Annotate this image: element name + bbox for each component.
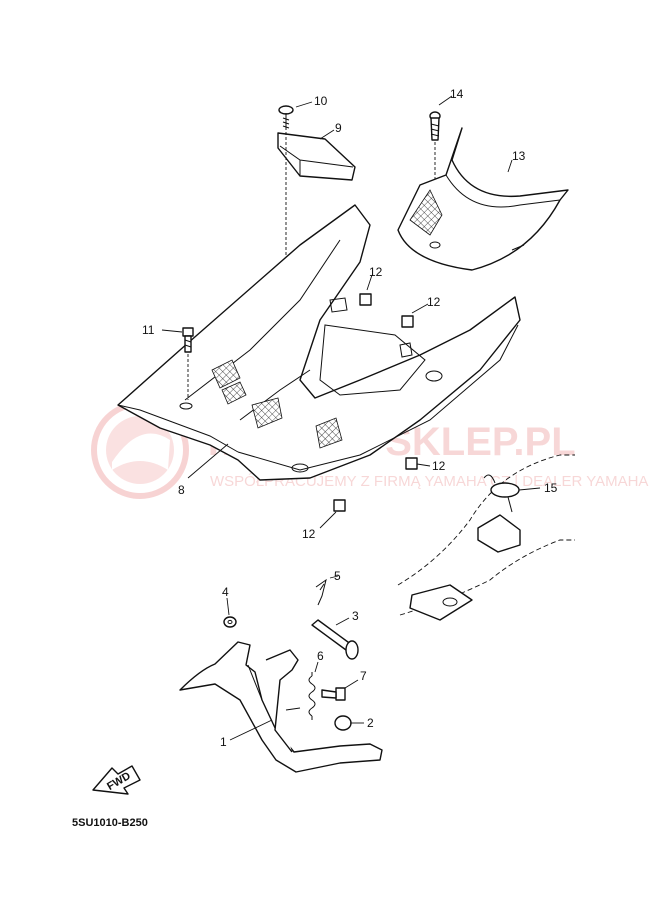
watermark-line2: WSPÓŁPRACUJEMY Z FIRMĄ YAMAHA CZ | DEALE… xyxy=(210,473,648,490)
callout-12-d: 12 xyxy=(302,527,316,541)
part-5-cotter-pin xyxy=(315,578,327,606)
callout-2: 2 xyxy=(367,716,374,730)
part-8-floorboard xyxy=(117,204,521,481)
part-10-screw xyxy=(278,105,294,130)
callout-14: 14 xyxy=(450,87,464,101)
callout-10: 10 xyxy=(314,94,328,108)
callout-11: 11 xyxy=(142,323,155,337)
part-12-clip-a xyxy=(359,293,372,306)
callout-6: 6 xyxy=(317,649,324,663)
diagram-code: 5SU1010-B250 xyxy=(72,817,148,829)
callout-1: 1 xyxy=(220,735,227,749)
part-4-washer xyxy=(223,616,237,628)
callout-12-c: 12 xyxy=(432,459,446,473)
callout-9: 9 xyxy=(335,121,342,135)
callout-12-a: 12 xyxy=(369,265,383,279)
part-12-clip-c xyxy=(405,457,418,470)
callout-5: 5 xyxy=(334,569,341,583)
leader-lines xyxy=(161,95,541,741)
part-9-cover xyxy=(277,132,356,181)
callout-15: 15 xyxy=(544,481,558,495)
part-12-clip-d xyxy=(333,499,346,512)
callout-7: 7 xyxy=(360,669,367,683)
part-2-cap xyxy=(334,715,352,731)
callout-13: 13 xyxy=(512,149,526,163)
frame-context xyxy=(397,454,575,621)
part-13-front-panel xyxy=(397,127,569,271)
callout-12-b: 12 xyxy=(427,295,441,309)
part-6-spring xyxy=(308,672,316,720)
callouts: 10 9 14 13 12 12 11 8 12 12 15 5 4 3 6 7… xyxy=(142,87,558,749)
callout-8: 8 xyxy=(178,483,185,497)
fwd-arrow-icon: FWD xyxy=(92,765,141,795)
part-7-bolt xyxy=(321,687,346,701)
part-3-pivot-shaft xyxy=(311,619,359,660)
callout-3: 3 xyxy=(352,609,359,623)
callout-4: 4 xyxy=(222,585,229,599)
part-11-bolt xyxy=(182,327,194,353)
part-14-bolt xyxy=(429,111,441,141)
part-1-main-stand xyxy=(179,641,383,773)
part-12-clip-b xyxy=(401,315,414,328)
